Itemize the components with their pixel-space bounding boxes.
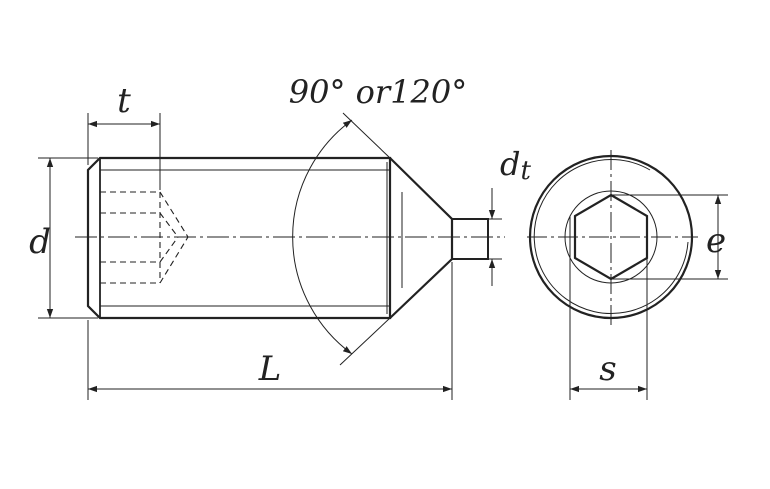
dimensions-end <box>569 194 728 400</box>
flat-tip <box>452 218 489 260</box>
label-s: s <box>599 349 616 389</box>
label-dt: dt <box>500 145 531 186</box>
cone-point <box>389 157 454 319</box>
label-dt-sub: t <box>520 156 531 186</box>
dim-angle-ext-bottom <box>339 317 391 366</box>
dimensions-side <box>38 112 502 400</box>
label-t: t <box>117 81 131 121</box>
screw-side-view <box>75 156 505 320</box>
label-L: L <box>258 349 282 389</box>
label-e: e <box>706 221 726 261</box>
label-dt-main: d <box>500 145 520 183</box>
dim-angle-ext-top <box>342 112 391 159</box>
label-d: d <box>29 222 51 262</box>
dim-angle-arc <box>292 119 353 355</box>
end-view-thread-arc <box>533 159 689 315</box>
screw-end-view <box>527 150 698 325</box>
label-angle: 90° or120° <box>289 73 468 111</box>
screw-body-outline <box>86 156 392 320</box>
hidden-socket <box>100 191 189 284</box>
